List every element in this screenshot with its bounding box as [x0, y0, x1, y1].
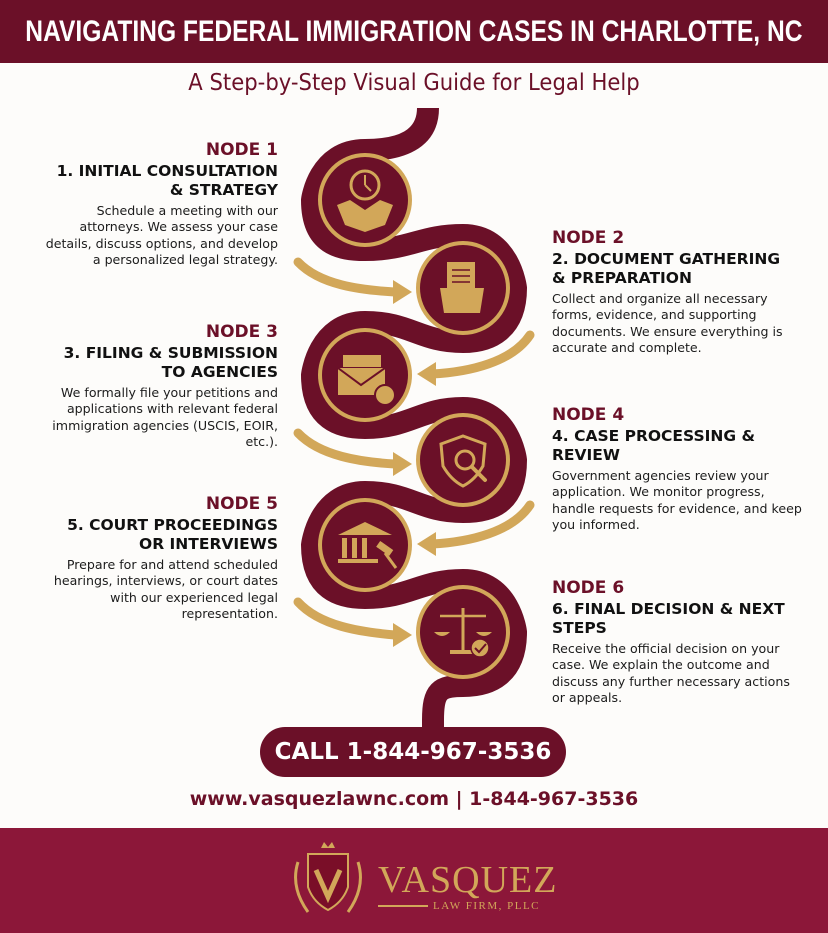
- node-4-circle: [416, 413, 510, 507]
- arrowhead-icon: [393, 452, 412, 476]
- arrow-1-to-2: [293, 257, 400, 297]
- crest-icon: [294, 842, 362, 913]
- page-subtitle: A Step-by-Step Visual Guide for Legal He…: [188, 70, 640, 96]
- call-button[interactable]: CALL 1-844-967-3536: [260, 727, 566, 777]
- node-label: NODE 3: [205, 322, 278, 342]
- title-banner: NAVIGATING FEDERAL IMMIGRATION CASES IN …: [0, 0, 828, 63]
- node-label: NODE 2: [552, 228, 625, 248]
- node-title: 6. FINAL DECISION & NEXT STEPS: [552, 600, 785, 637]
- logo-subtitle: LAW FIRM, PLLC: [433, 900, 541, 912]
- node-label: NODE 1: [205, 140, 278, 160]
- contact-line[interactable]: www.vasquezlawnc.com | 1-844-967-3536: [189, 788, 639, 810]
- node-2: NODE 2 2. DOCUMENT GATHERING & PREPARATI…: [552, 228, 802, 357]
- arrowhead-icon: [393, 280, 412, 304]
- node-title: 4. CASE PROCESSING & REVIEW: [552, 427, 756, 464]
- node-title: 1. INITIAL CONSULTATION & STRATEGY: [56, 162, 278, 199]
- document-folder-icon: [440, 262, 484, 313]
- node-description: We formally file your petitions and appl…: [52, 385, 278, 450]
- node-description: Schedule a meeting with our attorneys. W…: [45, 203, 278, 268]
- arrow-4-to-5: [427, 500, 535, 549]
- arrowhead-icon: [417, 532, 436, 556]
- node-title: 3. FILING & SUBMISSION TO AGENCIES: [63, 344, 278, 381]
- node-description: Government agencies review your applicat…: [552, 468, 802, 533]
- node-title: 5. COURT PROCEEDINGS OR INTERVIEWS: [67, 516, 278, 553]
- footer-band: [0, 828, 828, 933]
- arrowhead-icon: [393, 623, 412, 647]
- node-4: NODE 4 4. CASE PROCESSING & REVIEW Gover…: [552, 405, 802, 534]
- winding-path: [300, 107, 528, 735]
- shield-magnifier-icon: [439, 434, 487, 488]
- arrow-5-to-6: [293, 597, 400, 640]
- node-label: NODE 6: [552, 578, 625, 598]
- node-label: NODE 4: [552, 405, 625, 425]
- node-1: NODE 1 1. INITIAL CONSULTATION & STRATEG…: [40, 140, 278, 269]
- progress-arrows: [293, 257, 535, 640]
- envelope-send-icon: [337, 355, 396, 406]
- handshake-clock-icon: [337, 169, 393, 232]
- node-title: 2. DOCUMENT GATHERING & PREPARATION: [552, 250, 781, 287]
- arrow-2-to-3: [427, 330, 535, 379]
- node-description: Prepare for and attend scheduled hearing…: [53, 557, 278, 622]
- node-5: NODE 5 5. COURT PROCEEDINGS OR INTERVIEW…: [40, 494, 278, 623]
- courthouse-gavel-icon: [338, 522, 398, 569]
- arrowhead-icon: [417, 362, 436, 386]
- scales-check-icon: [434, 608, 492, 658]
- page-title: NAVIGATING FEDERAL IMMIGRATION CASES IN …: [25, 14, 803, 48]
- node-description: Receive the official decision on your ca…: [552, 641, 790, 706]
- node-description: Collect and organize all necessary forms…: [552, 291, 783, 356]
- node-3: NODE 3 3. FILING & SUBMISSION TO AGENCIE…: [40, 322, 278, 451]
- node-label: NODE 5: [205, 494, 278, 514]
- logo-divider: [378, 905, 428, 907]
- arrow-3-to-4: [293, 428, 400, 469]
- logo-name: VASQUEZ: [378, 859, 558, 901]
- law-firm-logo: [294, 842, 362, 913]
- node-6: NODE 6 6. FINAL DECISION & NEXT STEPS Re…: [552, 578, 802, 707]
